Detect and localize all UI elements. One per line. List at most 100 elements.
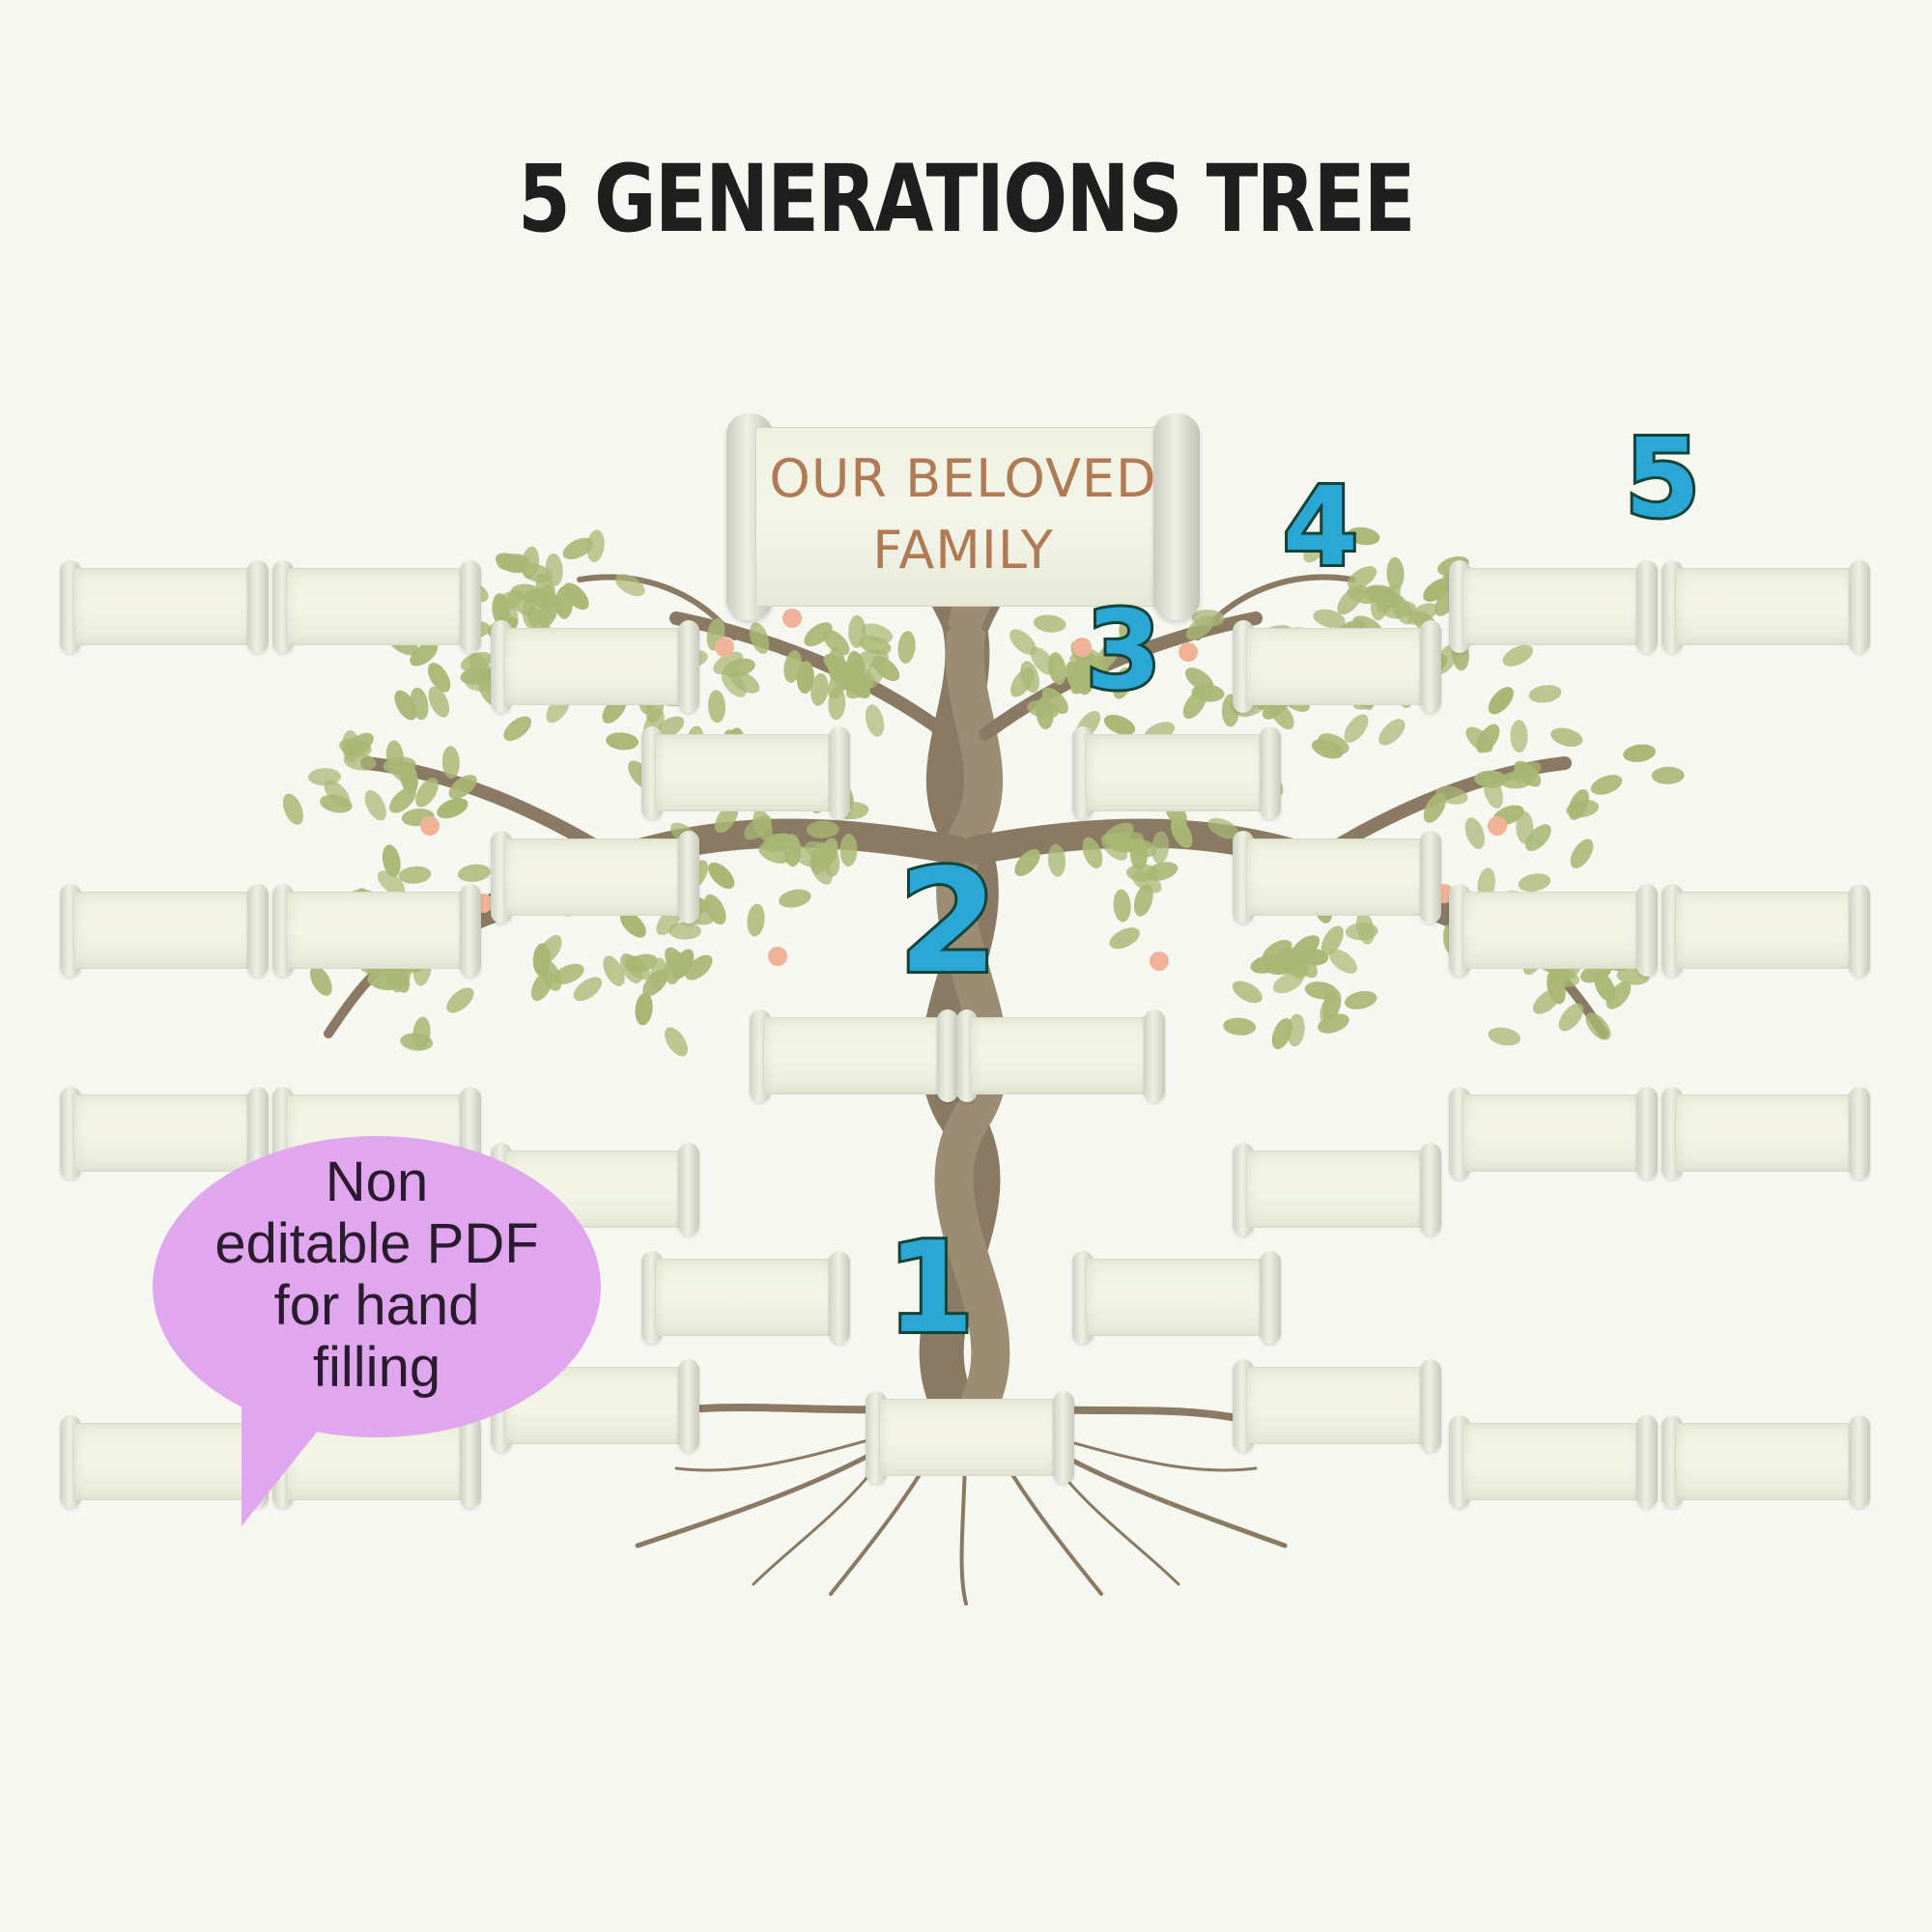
leaf [783, 650, 803, 683]
leaf [1311, 739, 1344, 759]
name-scroll-30 [956, 1009, 1165, 1102]
leaf [1082, 837, 1103, 868]
leaf [1516, 810, 1534, 844]
leaf [1113, 889, 1131, 923]
scroll-body [1675, 1423, 1857, 1500]
name-scroll-3 [1449, 560, 1658, 653]
name-scroll-31 [866, 1391, 1074, 1484]
generation-number-2: 2 [895, 838, 1001, 1005]
leaf [1269, 700, 1294, 730]
leaf [389, 786, 416, 813]
scroll-roll [247, 884, 269, 977]
name-scroll-15 [1449, 1415, 1658, 1508]
leaf [410, 641, 439, 667]
leaf [1590, 775, 1623, 795]
leaf [1191, 609, 1225, 628]
leaf [1558, 1003, 1584, 1032]
leaf [1502, 644, 1533, 667]
generation-number-3: 3 [1083, 588, 1164, 714]
leaf [1287, 1013, 1305, 1047]
scroll-roll [1260, 1251, 1281, 1344]
generation-number-5: 5 [1622, 416, 1703, 542]
leaf [1170, 817, 1193, 848]
leaf [1112, 667, 1133, 699]
leaf [747, 903, 765, 937]
leaf [522, 596, 540, 630]
name-scroll-8 [1662, 884, 1870, 977]
leaf [460, 651, 493, 672]
scroll-roll [1260, 726, 1281, 819]
scroll-body [73, 568, 255, 645]
leaf [1223, 1017, 1257, 1036]
leaf [1423, 578, 1452, 602]
leaf [1321, 925, 1344, 956]
name-scroll-17 [491, 620, 699, 713]
leaf [1295, 948, 1329, 966]
name-scroll-12 [1662, 1087, 1870, 1179]
leaf [1133, 884, 1153, 917]
leaf [897, 631, 916, 664]
leaf [713, 651, 743, 674]
name-scroll-24 [1233, 1359, 1441, 1452]
scroll-body [1463, 1094, 1644, 1172]
scroll-body [879, 1399, 1061, 1476]
fruit [420, 816, 440, 836]
leaf [427, 663, 451, 693]
leaf [1014, 849, 1040, 876]
leaf [1344, 990, 1378, 1009]
leaf [1488, 1027, 1521, 1046]
scroll-roll [1636, 1415, 1658, 1508]
leaf [707, 690, 726, 724]
fruit [1072, 638, 1092, 657]
leaf [1030, 646, 1055, 675]
leaf [848, 614, 867, 648]
scroll-roll [1053, 1391, 1074, 1484]
leaf [1347, 526, 1380, 546]
leaf [843, 672, 871, 699]
leaf [1131, 870, 1162, 894]
name-scroll-29 [750, 1009, 958, 1102]
trunk [919, 557, 1010, 1423]
fruit [1179, 642, 1198, 662]
leaf [1518, 873, 1551, 892]
name-scroll-27 [641, 1251, 850, 1344]
leaf [806, 820, 839, 838]
leaf [428, 686, 450, 718]
leaf [586, 529, 605, 563]
note-line-2: editable PDF [214, 1212, 539, 1275]
scroll-roll [829, 726, 850, 819]
scroll-body [763, 1017, 945, 1094]
scroll-body [1463, 1423, 1644, 1500]
page-title: 5 GENERATIONS TREE [518, 145, 1416, 253]
leaf [1208, 817, 1239, 839]
leaf [382, 844, 401, 877]
name-scroll-7 [1449, 884, 1658, 977]
fruits [420, 609, 1507, 971]
leaf [1568, 788, 1589, 820]
leaf [398, 866, 432, 884]
leaf [1570, 838, 1594, 868]
name-scroll-13 [60, 1415, 269, 1508]
leaf [606, 732, 639, 751]
name-scroll-18 [1233, 620, 1441, 713]
name-scroll-16 [1662, 1415, 1870, 1508]
fruit [768, 947, 787, 966]
scroll-roll [1420, 1143, 1441, 1236]
leaf [1623, 744, 1656, 762]
leaf [521, 546, 540, 580]
leaf [861, 623, 894, 643]
leaf [1041, 687, 1068, 715]
name-scroll-28 [1072, 1251, 1281, 1344]
leaf [562, 537, 593, 560]
leaf [441, 746, 460, 780]
leaf [1304, 981, 1338, 1000]
leaf [530, 970, 554, 1002]
scroll-roll [1420, 1359, 1441, 1452]
leaf [1271, 1017, 1293, 1050]
scroll-body [1463, 568, 1644, 645]
banner-line-1: OUR BELOVED [769, 448, 1157, 509]
scroll-body [504, 628, 686, 705]
name-scroll-1 [60, 560, 269, 653]
leaf [573, 977, 603, 1002]
scroll-body [1086, 1259, 1267, 1336]
